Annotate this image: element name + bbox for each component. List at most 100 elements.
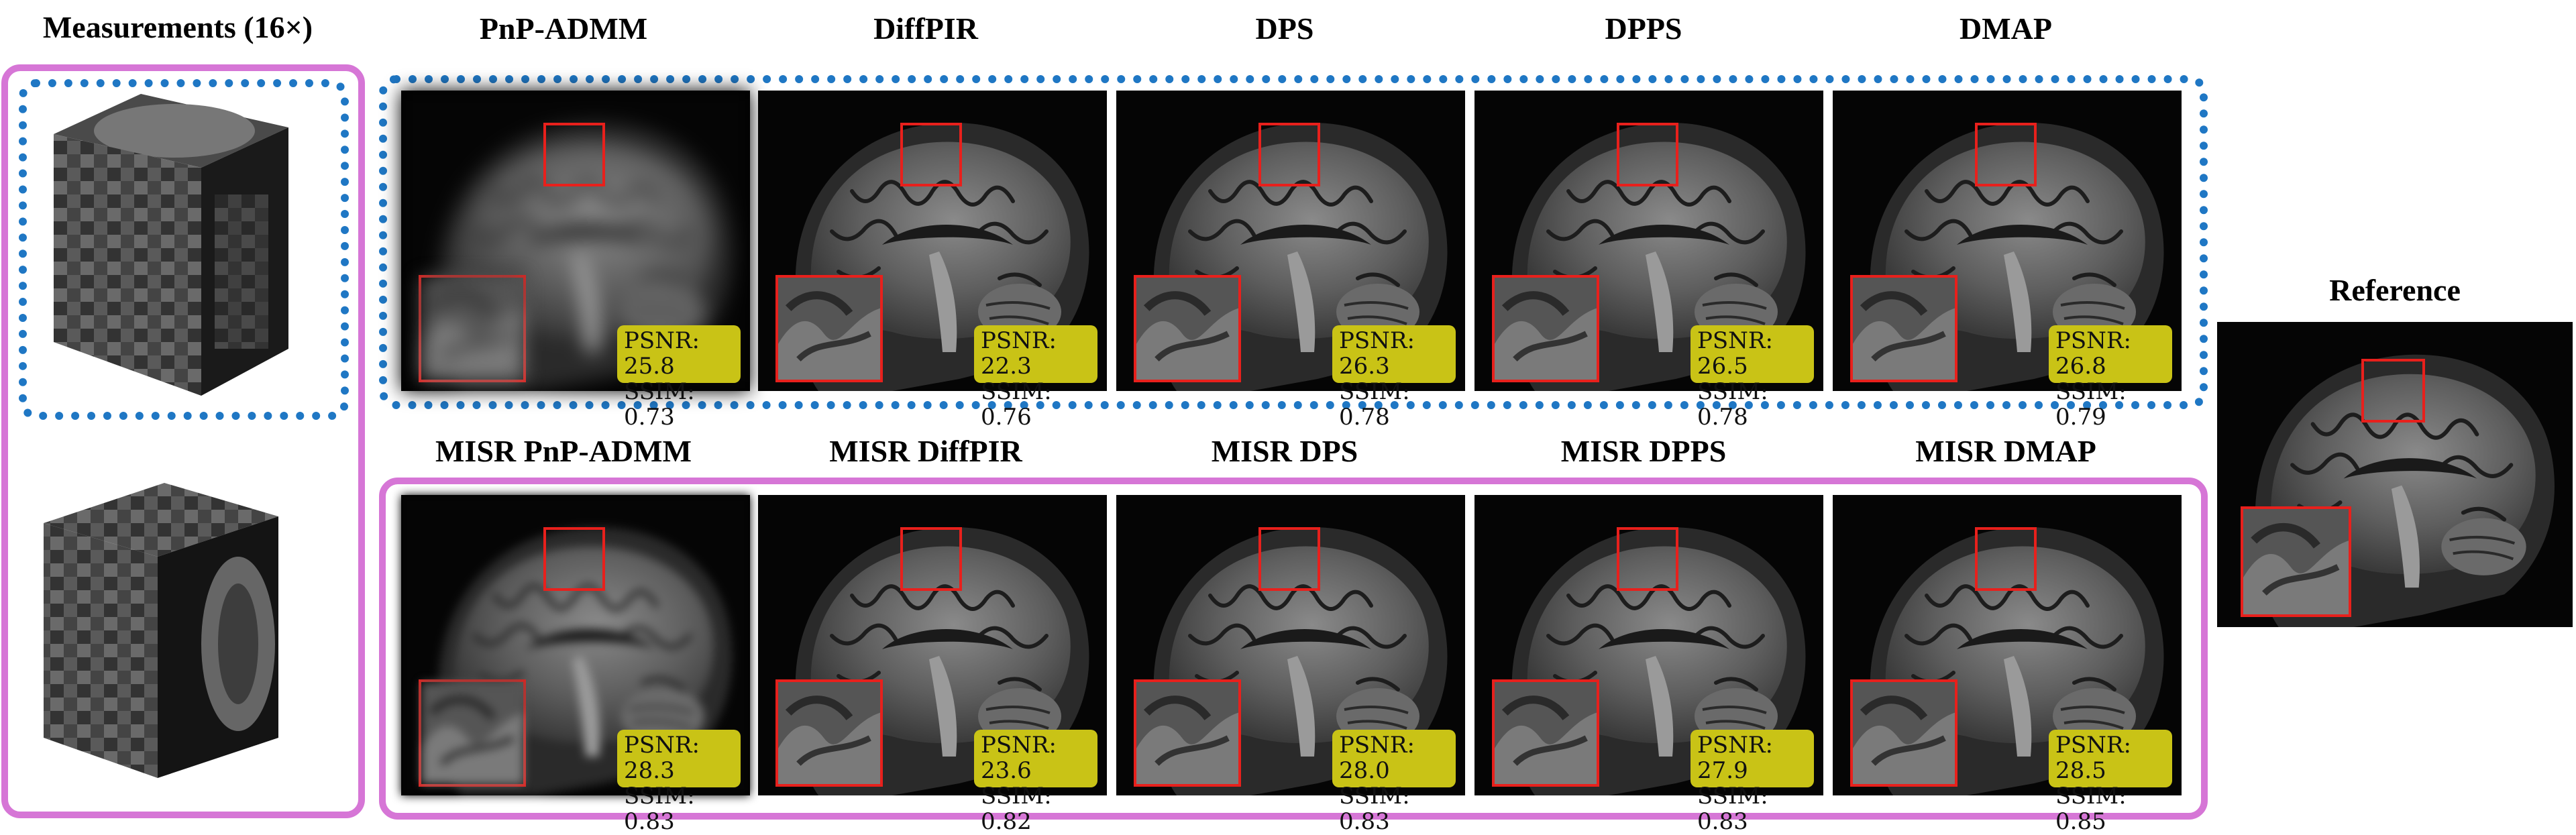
zoom-inset <box>775 275 883 382</box>
ssim-value: 0.79 <box>2055 404 2106 431</box>
zoom-region-box <box>900 123 962 186</box>
zoom-region-box <box>543 123 605 186</box>
measurement-cube-bottom <box>44 483 278 778</box>
zoom-inset <box>1134 275 1241 382</box>
ssim-value: 0.78 <box>1697 404 1748 431</box>
psnr-label: PSNR: <box>2055 732 2131 759</box>
zoom-inset <box>1492 679 1599 787</box>
psnr-value: 22.3 <box>981 353 1032 380</box>
ssim-value: 0.82 <box>981 808 1032 835</box>
zoom-region-box <box>1617 123 1678 186</box>
zoom-inset <box>775 679 883 787</box>
ssim-label: SSIM: <box>1339 783 1410 810</box>
zoom-inset <box>1850 679 1957 787</box>
ssim-value: 0.83 <box>624 808 675 835</box>
reference-zoom-inset <box>2241 506 2351 617</box>
zoom-region-box <box>1258 123 1320 186</box>
zoom-region-box <box>1617 527 1678 591</box>
ssim-label: SSIM: <box>624 378 695 405</box>
psnr-value: 26.8 <box>2055 353 2106 380</box>
ssim-value: 0.73 <box>624 404 675 431</box>
ssim-value: 0.83 <box>1697 808 1748 835</box>
method-title: DPS <box>1255 11 1314 46</box>
ssim-label: SSIM: <box>981 378 1052 405</box>
ssim-label: SSIM: <box>2055 783 2127 810</box>
ssim-label: SSIM: <box>1339 378 1410 405</box>
zoom-region-box <box>1975 123 2037 186</box>
psnr-label: PSNR: <box>1697 732 1773 759</box>
method-title: MISR DiffPIR <box>829 434 1022 468</box>
psnr-value: 28.5 <box>2055 757 2106 784</box>
ssim-label: SSIM: <box>1697 378 1768 405</box>
ssim-label: SSIM: <box>2055 378 2127 405</box>
psnr-value: 23.6 <box>981 757 1032 784</box>
misr-methods-frame <box>379 478 2208 820</box>
psnr-label: PSNR: <box>981 327 1057 354</box>
psnr-label: PSNR: <box>1339 732 1415 759</box>
psnr-label: PSNR: <box>1697 327 1773 354</box>
method-title: PnP-ADMM <box>479 11 648 46</box>
method-title: DPPS <box>1605 11 1682 46</box>
ssim-label: SSIM: <box>1697 783 1768 810</box>
zoom-inset <box>419 275 526 382</box>
method-title: DiffPIR <box>873 11 978 46</box>
reference-title: Reference <box>2329 273 2461 307</box>
measurements-dotted-frame <box>19 79 349 420</box>
psnr-value: 25.8 <box>624 353 675 380</box>
ssim-value: 0.76 <box>981 404 1032 431</box>
ssim-value: 0.83 <box>1339 808 1390 835</box>
zoom-region-box <box>1975 527 2037 591</box>
zoom-inset <box>1492 275 1599 382</box>
psnr-label: PSNR: <box>624 732 700 759</box>
method-title: MISR DPPS <box>1560 434 1727 468</box>
measurements-frame <box>1 64 365 818</box>
zoom-region-box <box>900 527 962 591</box>
psnr-label: PSNR: <box>981 732 1057 759</box>
method-title: DMAP <box>1960 11 2052 46</box>
measurement-cube-top <box>54 94 288 396</box>
zoom-region-box <box>543 527 605 591</box>
reference-zoom-box <box>2361 359 2425 423</box>
psnr-label: PSNR: <box>1339 327 1415 354</box>
psnr-value: 27.9 <box>1697 757 1748 784</box>
reference-image <box>2217 322 2573 627</box>
standard-methods-frame <box>379 75 2208 409</box>
psnr-value: 28.3 <box>624 757 675 784</box>
measurements-title: Measurements (16×) <box>42 10 313 44</box>
method-title: MISR PnP-ADMM <box>435 434 692 468</box>
psnr-value: 26.5 <box>1697 353 1748 380</box>
ssim-label: SSIM: <box>624 783 695 810</box>
ssim-label: SSIM: <box>981 783 1052 810</box>
psnr-value: 26.3 <box>1339 353 1390 380</box>
zoom-inset <box>419 679 526 787</box>
psnr-value: 28.0 <box>1339 757 1390 784</box>
zoom-inset <box>1850 275 1957 382</box>
psnr-label: PSNR: <box>2055 327 2131 354</box>
method-title: MISR DMAP <box>1915 434 2096 468</box>
zoom-inset <box>1134 679 1241 787</box>
method-title: MISR DPS <box>1211 434 1358 468</box>
zoom-region-box <box>1258 527 1320 591</box>
ssim-value: 0.85 <box>2055 808 2106 835</box>
ssim-value: 0.78 <box>1339 404 1390 431</box>
